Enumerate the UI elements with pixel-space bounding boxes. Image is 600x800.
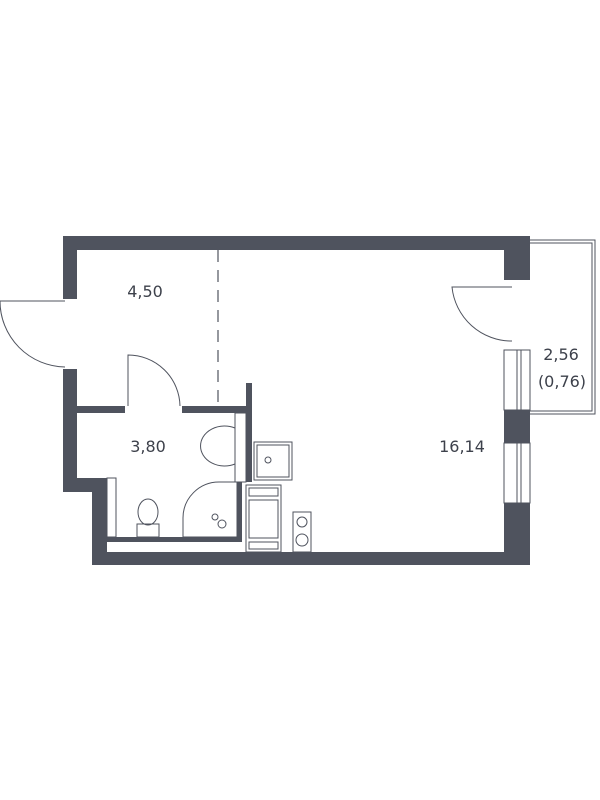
balcony-reduced-area-label: (0,76) <box>537 372 587 391</box>
fridge-icon <box>245 484 282 553</box>
entrance-door <box>0 300 66 368</box>
kitchen-fixtures <box>245 441 312 553</box>
kitchen-sink-icon <box>253 441 293 481</box>
bathroom-door <box>127 354 181 407</box>
living-room-area-label: 16,14 <box>439 437 485 456</box>
shower-icon <box>182 481 238 538</box>
bathroom-area-label: 3,80 <box>130 437 166 456</box>
walls <box>63 236 530 565</box>
toilet-icon <box>137 498 159 526</box>
balcony-outline <box>530 239 596 415</box>
windows <box>503 349 531 504</box>
balcony-door <box>451 286 513 342</box>
hallway-area-label: 4,50 <box>127 282 163 301</box>
doors <box>0 286 513 407</box>
sink-icon <box>200 425 236 467</box>
balcony-area-label: 2,56 <box>543 345 579 364</box>
bathroom-fixtures <box>106 412 247 538</box>
stove-icon <box>292 511 312 553</box>
